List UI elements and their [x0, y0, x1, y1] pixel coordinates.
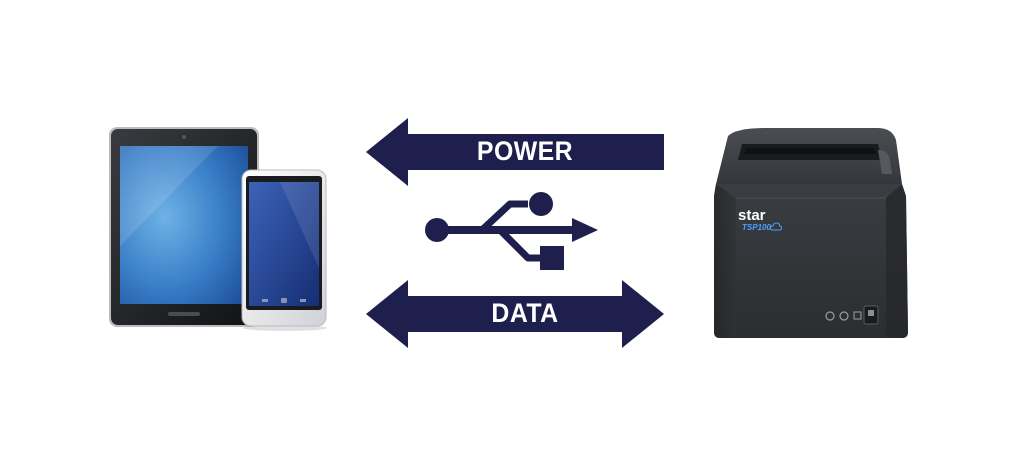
- cloud-icon: [770, 222, 782, 231]
- data-arrow: [366, 280, 664, 348]
- printer-brand-logo: star: [738, 207, 766, 224]
- power-label: POWER: [476, 136, 574, 166]
- receipt-printer-icon: [714, 128, 908, 338]
- printer-model-label: TSP100: [742, 223, 771, 232]
- smartphone-icon: [241, 169, 327, 331]
- data-label: DATA: [491, 298, 559, 328]
- tablet-icon: [109, 127, 259, 327]
- usb-icon: [425, 192, 598, 270]
- power-arrow: [366, 118, 664, 186]
